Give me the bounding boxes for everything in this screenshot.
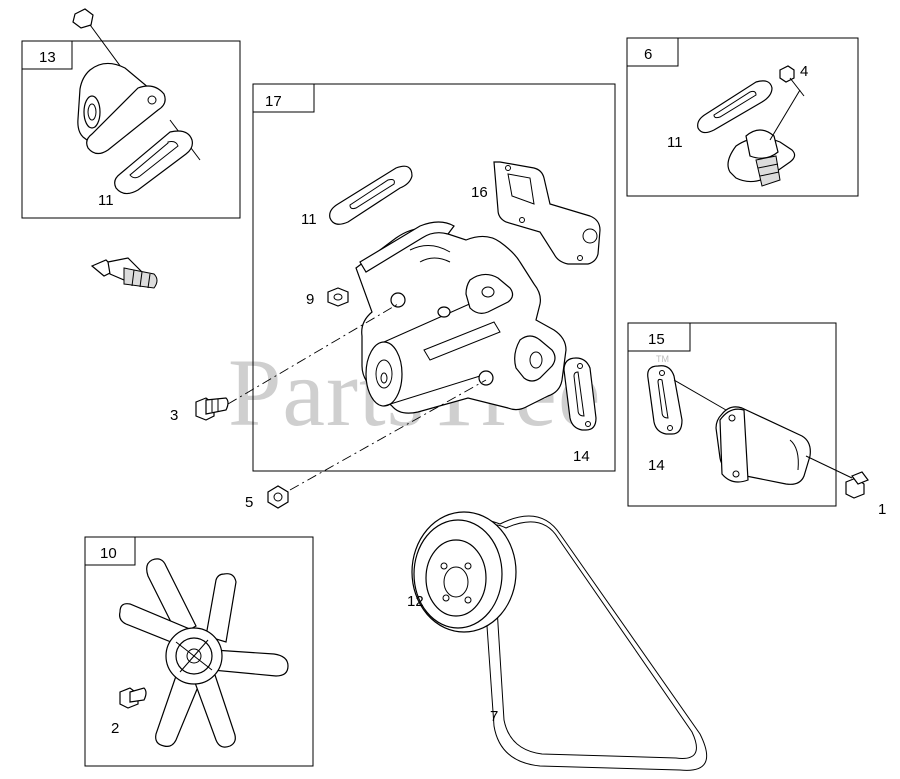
- callout-11-box17: 11: [301, 211, 317, 228]
- callout-14-box15: 14: [648, 457, 665, 474]
- callout-14-box17: 14: [573, 448, 590, 465]
- callout-11-box13: 11: [98, 192, 114, 209]
- box-10[interactable]: 10: [84, 536, 314, 767]
- box-10-label: 10: [100, 545, 117, 562]
- box-17[interactable]: 17: [252, 83, 616, 472]
- box-13[interactable]: 13: [21, 40, 241, 219]
- part-14-gasket-box15[interactable]: [647, 365, 683, 435]
- box-6-label: 6: [644, 46, 652, 63]
- part-12-pulley[interactable]: [411, 511, 517, 633]
- part-14-gasket-box17[interactable]: [563, 357, 597, 431]
- box-15-label: 15: [648, 331, 665, 348]
- temperature-sensor[interactable]: [90, 257, 158, 289]
- callout-9: 9: [306, 291, 314, 308]
- callout-2: 2: [111, 720, 119, 737]
- part-15-water-outlet[interactable]: [715, 406, 811, 485]
- callout-1: 1: [878, 501, 886, 518]
- part-13-thermostat-housing[interactable]: [72, 8, 201, 161]
- part-4-screw[interactable]: [779, 65, 805, 97]
- part-3-bolt[interactable]: [195, 397, 229, 421]
- part-9-nut[interactable]: [327, 287, 349, 307]
- part-1-bolt[interactable]: [845, 471, 869, 499]
- callout-16: 16: [471, 184, 488, 201]
- part-16-gasket[interactable]: [493, 161, 601, 265]
- callout-4: 4: [800, 63, 808, 80]
- water-pump[interactable]: [355, 221, 567, 414]
- box-13-label: 13: [39, 49, 56, 66]
- watermark-tm: TM: [656, 354, 669, 364]
- box-15[interactable]: 15: [627, 322, 837, 507]
- callout-11-box6: 11: [667, 134, 683, 151]
- part-11-gasket-box6[interactable]: [697, 80, 773, 134]
- part-2-bolt[interactable]: [119, 687, 147, 709]
- box-6[interactable]: 6: [626, 37, 859, 197]
- thermostat[interactable]: [727, 89, 801, 187]
- part-10-fan[interactable]: [119, 558, 289, 748]
- box-17-label: 17: [265, 93, 282, 110]
- part-11-gasket-box13[interactable]: [114, 130, 193, 195]
- part-5-nut[interactable]: [267, 485, 289, 509]
- callout-12: 12: [407, 593, 424, 610]
- callout-3: 3: [170, 407, 178, 424]
- callout-7: 7: [490, 708, 498, 725]
- callout-5: 5: [245, 494, 253, 511]
- part-11-gasket-box17[interactable]: [329, 165, 413, 225]
